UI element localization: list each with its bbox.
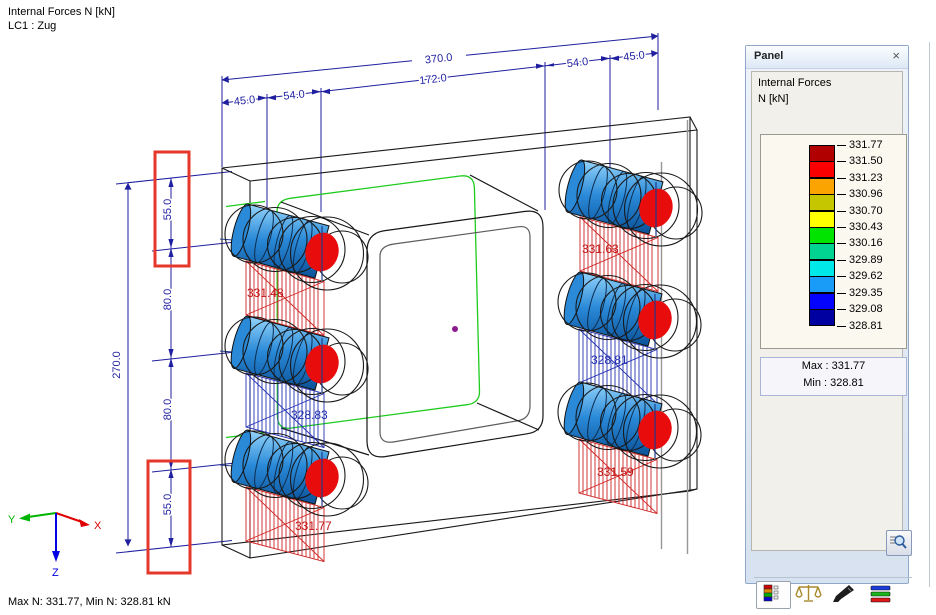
panel-title: Panel bbox=[754, 50, 784, 62]
load-case-label: LC1 : Zug bbox=[8, 20, 57, 32]
legend-value: 329.08 bbox=[849, 303, 883, 315]
highlight-boxes bbox=[146, 150, 192, 575]
tab-separator bbox=[754, 577, 912, 578]
dim-54-right: 54.0 bbox=[566, 56, 589, 70]
dim-270: 270.0 bbox=[111, 351, 123, 379]
bolt-bottom-left bbox=[224, 427, 369, 562]
legend-value: 329.35 bbox=[849, 286, 883, 299]
min-value-line: Min : 328.81 bbox=[803, 377, 864, 389]
dim-45-right: 45.0 bbox=[623, 49, 646, 63]
dim-55-top: 55.0 bbox=[162, 199, 174, 220]
caliper-icon bbox=[833, 585, 854, 602]
tab-caliper[interactable] bbox=[828, 581, 863, 609]
legend-value: 331.50 bbox=[849, 155, 883, 168]
legend-swatch bbox=[809, 194, 835, 212]
legend-value: 331.77 bbox=[849, 139, 883, 151]
dim-80-upper: 80.0 bbox=[162, 289, 174, 310]
bolt-top-left bbox=[224, 201, 369, 336]
dim-45-left: 45.0 bbox=[233, 94, 256, 108]
dimension-labels: 370.0 45.0 54.0 172.0 54.0 45.0 270.0 55… bbox=[111, 48, 647, 517]
legend-swatch bbox=[809, 276, 835, 294]
bolt-top-right bbox=[558, 157, 703, 292]
panel-body: Internal Forces N [kN] 331.77 331.50 bbox=[751, 71, 912, 609]
panel-result-type: Internal Forces bbox=[758, 77, 832, 89]
legend-value: 330.96 bbox=[849, 188, 883, 201]
legend-swatch bbox=[809, 259, 835, 277]
bolt-value-labels: 331.48 328.83 331.77 331.63 328.81 331.5… bbox=[247, 242, 634, 533]
legend-value: 330.43 bbox=[849, 221, 883, 233]
magnifier-icon bbox=[890, 535, 907, 549]
bolt-value: 328.81 bbox=[591, 353, 628, 367]
node-marker bbox=[452, 326, 458, 332]
bolt-value: 328.83 bbox=[291, 408, 328, 422]
status-bar: Max N: 331.77, Min N: 328.81 kN bbox=[8, 596, 171, 608]
bolt-bottom-right bbox=[557, 379, 702, 514]
bolt-value: 331.48 bbox=[247, 286, 284, 300]
dim-370: 370.0 bbox=[424, 52, 453, 67]
dim-54-left: 54.0 bbox=[283, 88, 306, 102]
legend-value: 330.70 bbox=[849, 204, 883, 217]
legend-swatch bbox=[809, 243, 835, 261]
close-icon[interactable]: × bbox=[892, 48, 900, 63]
legend-value: 331.23 bbox=[849, 171, 883, 184]
legend-value: 329.89 bbox=[849, 253, 883, 266]
dim-55-bottom: 55.0 bbox=[162, 494, 174, 515]
legend-value: 329.62 bbox=[849, 270, 883, 283]
bolt-value: 331.77 bbox=[295, 519, 332, 533]
color-bars-icon bbox=[870, 585, 891, 603]
legend-swatch bbox=[809, 227, 835, 244]
bolt-value: 331.63 bbox=[582, 242, 619, 256]
result-title: Internal Forces N [kN] bbox=[8, 6, 115, 18]
legend-swatch bbox=[809, 210, 835, 228]
legend-swatch bbox=[809, 177, 835, 195]
dim-80-lower: 80.0 bbox=[162, 399, 174, 420]
legend-value: 328.81 bbox=[849, 319, 883, 332]
scales-icon bbox=[795, 585, 822, 602]
tab-color-bars[interactable] bbox=[864, 581, 899, 609]
results-panel: Panel × Internal Forces N [kN] bbox=[745, 45, 912, 609]
window-edge bbox=[929, 42, 930, 587]
dimension-arrowheads bbox=[168, 55, 619, 547]
legend-value: 330.16 bbox=[849, 237, 883, 250]
legend-swatch bbox=[809, 309, 835, 327]
tab-scales[interactable] bbox=[792, 581, 827, 609]
legend-swatch bbox=[809, 292, 835, 310]
max-min-box: Max : 331.77 Min : 328.81 bbox=[760, 357, 907, 396]
color-scale-icon bbox=[763, 584, 779, 602]
axes-triad: X Y Z bbox=[8, 512, 102, 579]
panel-title-bar[interactable]: Panel × bbox=[746, 46, 908, 69]
color-legend: 331.77 331.50 331.23 330.96 330.70 330.4… bbox=[760, 134, 907, 349]
axis-z-label: Z bbox=[52, 567, 59, 579]
axis-x-label: X bbox=[94, 520, 102, 532]
max-value-line: Max : 331.77 bbox=[801, 360, 866, 372]
column-edges bbox=[660, 120, 689, 554]
legend-swatch bbox=[809, 145, 835, 162]
legend-swatch bbox=[809, 161, 835, 179]
panel-unit-label: N [kN] bbox=[758, 93, 789, 105]
bolt-value: 331.59 bbox=[597, 465, 634, 479]
dim-172: 172.0 bbox=[419, 72, 448, 87]
axis-y-label: Y bbox=[8, 514, 16, 526]
tube-wireframe bbox=[280, 174, 544, 458]
tab-color-scale[interactable] bbox=[756, 581, 791, 609]
zoom-details-button[interactable] bbox=[886, 530, 912, 556]
